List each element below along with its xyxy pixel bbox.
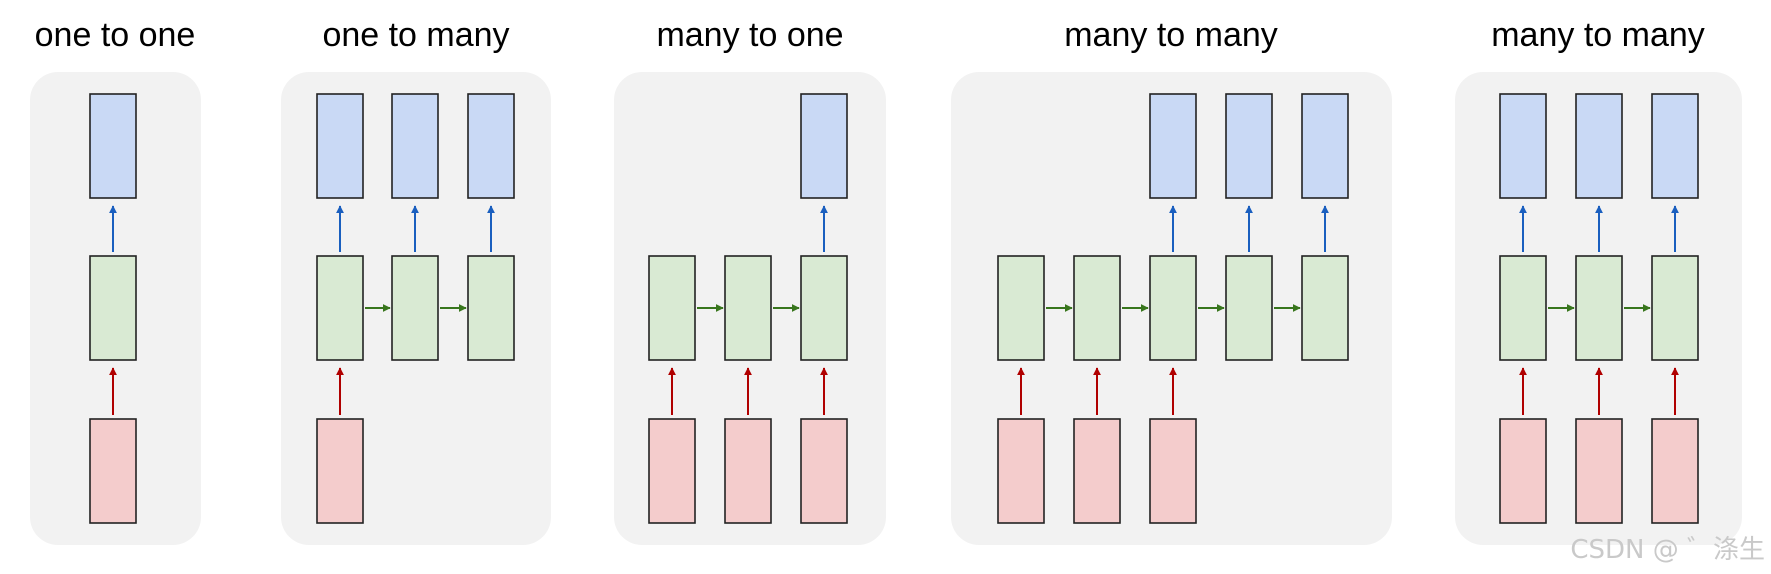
panel-4: many to many: [951, 16, 1392, 545]
hidden-state-box: [1225, 255, 1273, 361]
panel-2: one to many: [281, 16, 551, 545]
hidden-state-box: [1575, 255, 1623, 361]
panel-1: one to one: [30, 16, 201, 545]
hidden-state-box: [1073, 255, 1121, 361]
input-box: [1575, 418, 1623, 524]
hidden-state-box: [800, 255, 848, 361]
hidden-state-box: [1301, 255, 1349, 361]
output-box: [1575, 93, 1623, 199]
input-box: [1073, 418, 1121, 524]
output-box: [800, 93, 848, 199]
hidden-state-box: [391, 255, 439, 361]
input-box: [997, 418, 1045, 524]
output-box: [1301, 93, 1349, 199]
panel-title: many to many: [1491, 16, 1705, 54]
hidden-state-box: [316, 255, 364, 361]
input-box: [724, 418, 772, 524]
output-box: [1149, 93, 1197, 199]
input-box: [89, 418, 137, 524]
hidden-state-box: [1499, 255, 1547, 361]
output-box: [1225, 93, 1273, 199]
input-box: [316, 418, 364, 524]
output-box: [316, 93, 364, 199]
hidden-state-box: [467, 255, 515, 361]
output-box: [1651, 93, 1699, 199]
hidden-state-box: [1651, 255, 1699, 361]
panel-title: many to many: [1064, 16, 1278, 54]
input-box: [648, 418, 696, 524]
panel-5: many to many: [1455, 16, 1742, 545]
output-box: [467, 93, 515, 199]
output-box: [391, 93, 439, 199]
panel-title: many to one: [656, 16, 843, 54]
input-box: [1499, 418, 1547, 524]
panel-title: one to many: [322, 16, 509, 54]
output-box: [89, 93, 137, 199]
hidden-state-box: [724, 255, 772, 361]
hidden-state-box: [89, 255, 137, 361]
hidden-state-box: [1149, 255, 1197, 361]
input-box: [1149, 418, 1197, 524]
input-box: [1651, 418, 1699, 524]
hidden-state-box: [997, 255, 1045, 361]
output-box: [1499, 93, 1547, 199]
watermark: CSDN @ ゛涤生: [1570, 535, 1765, 565]
input-box: [800, 418, 848, 524]
hidden-state-box: [648, 255, 696, 361]
panel-title: one to one: [35, 16, 196, 54]
panel-3: many to one: [614, 16, 886, 545]
